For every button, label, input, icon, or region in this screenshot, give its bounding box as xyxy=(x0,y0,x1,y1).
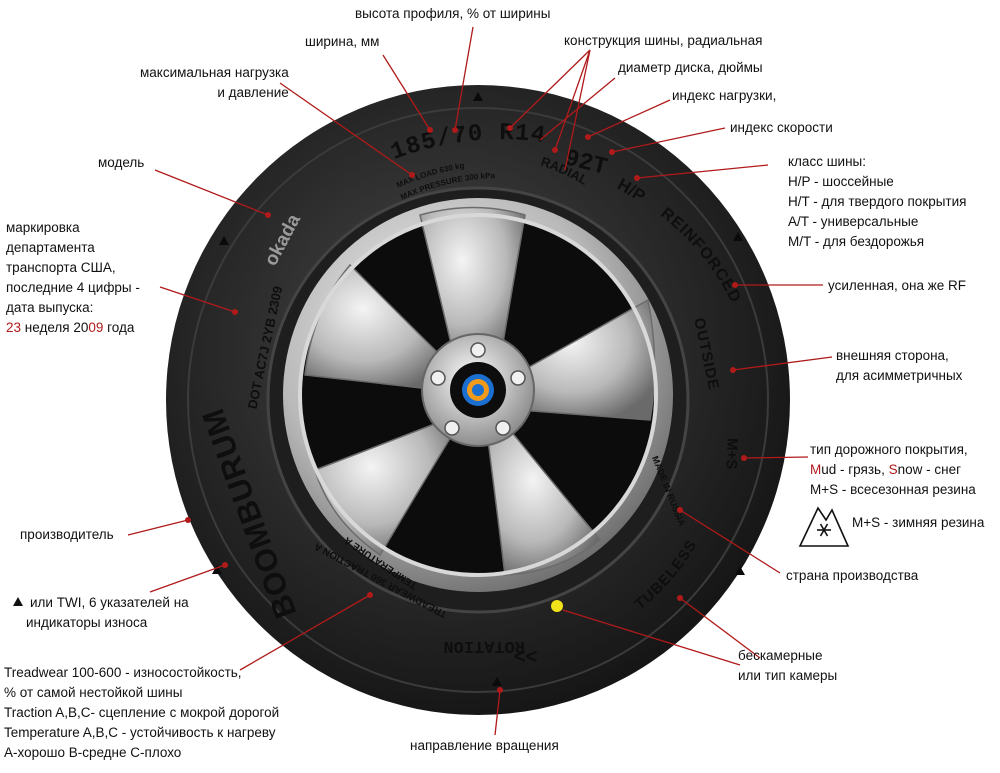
label-treadwear: Treadwear 100-600 - износостойкость, % о… xyxy=(4,665,280,760)
tire-ms-text: M+S xyxy=(723,438,741,470)
hub-logo xyxy=(462,374,494,406)
label-class: класс шины: H/P - шоссейные H/T - для тв… xyxy=(788,154,967,249)
label-rim-diameter: диаметр диска, дюймы xyxy=(618,60,763,75)
label-country: страна производства xyxy=(786,568,919,583)
label-construction: конструкция шины, радиальная xyxy=(564,33,763,48)
label-speed-index: индекс скорости xyxy=(730,120,833,135)
rim-lip xyxy=(298,213,658,577)
leader-dots xyxy=(185,125,747,693)
label-outside: внешняя сторона, для асимметричных xyxy=(836,348,963,383)
label-winter: M+S - зимняя резина xyxy=(852,515,985,530)
label-dot: маркировка департамента транспорта США, … xyxy=(6,220,140,335)
label-profile-height: высота профиля, % от ширины xyxy=(355,6,551,21)
label-tubeless: бескамерные или тип камеры xyxy=(738,648,838,683)
label-twi: или TWI, 6 указателей на индикаторы изно… xyxy=(26,595,189,630)
leader-lines xyxy=(127,26,833,736)
label-manufacturer: производитель xyxy=(20,527,114,542)
label-load-index: индекс нагрузки, xyxy=(672,88,777,103)
snowflake-mountain-icon xyxy=(798,506,850,547)
twi-indicator-icons xyxy=(212,92,745,686)
label-reinforced: усиленная, она же RF xyxy=(828,278,967,293)
label-model: модель xyxy=(98,155,145,170)
label-road-type: тип дорожного покрытия, Mud - грязь, Sno… xyxy=(810,442,976,497)
label-rotation: направление вращения xyxy=(410,738,559,753)
rotation-arrows-icon: << xyxy=(514,646,537,668)
balance-dot-yellow xyxy=(551,600,563,612)
tire-rotation-text: ROTATION xyxy=(443,636,525,655)
label-width: ширина, мм xyxy=(305,34,380,49)
lug-nuts xyxy=(430,342,526,436)
tire-sidewall-ring xyxy=(187,107,769,693)
label-max-load: максимальная нагрузка и давление xyxy=(140,65,289,100)
twi-triangle-icon xyxy=(13,597,23,606)
